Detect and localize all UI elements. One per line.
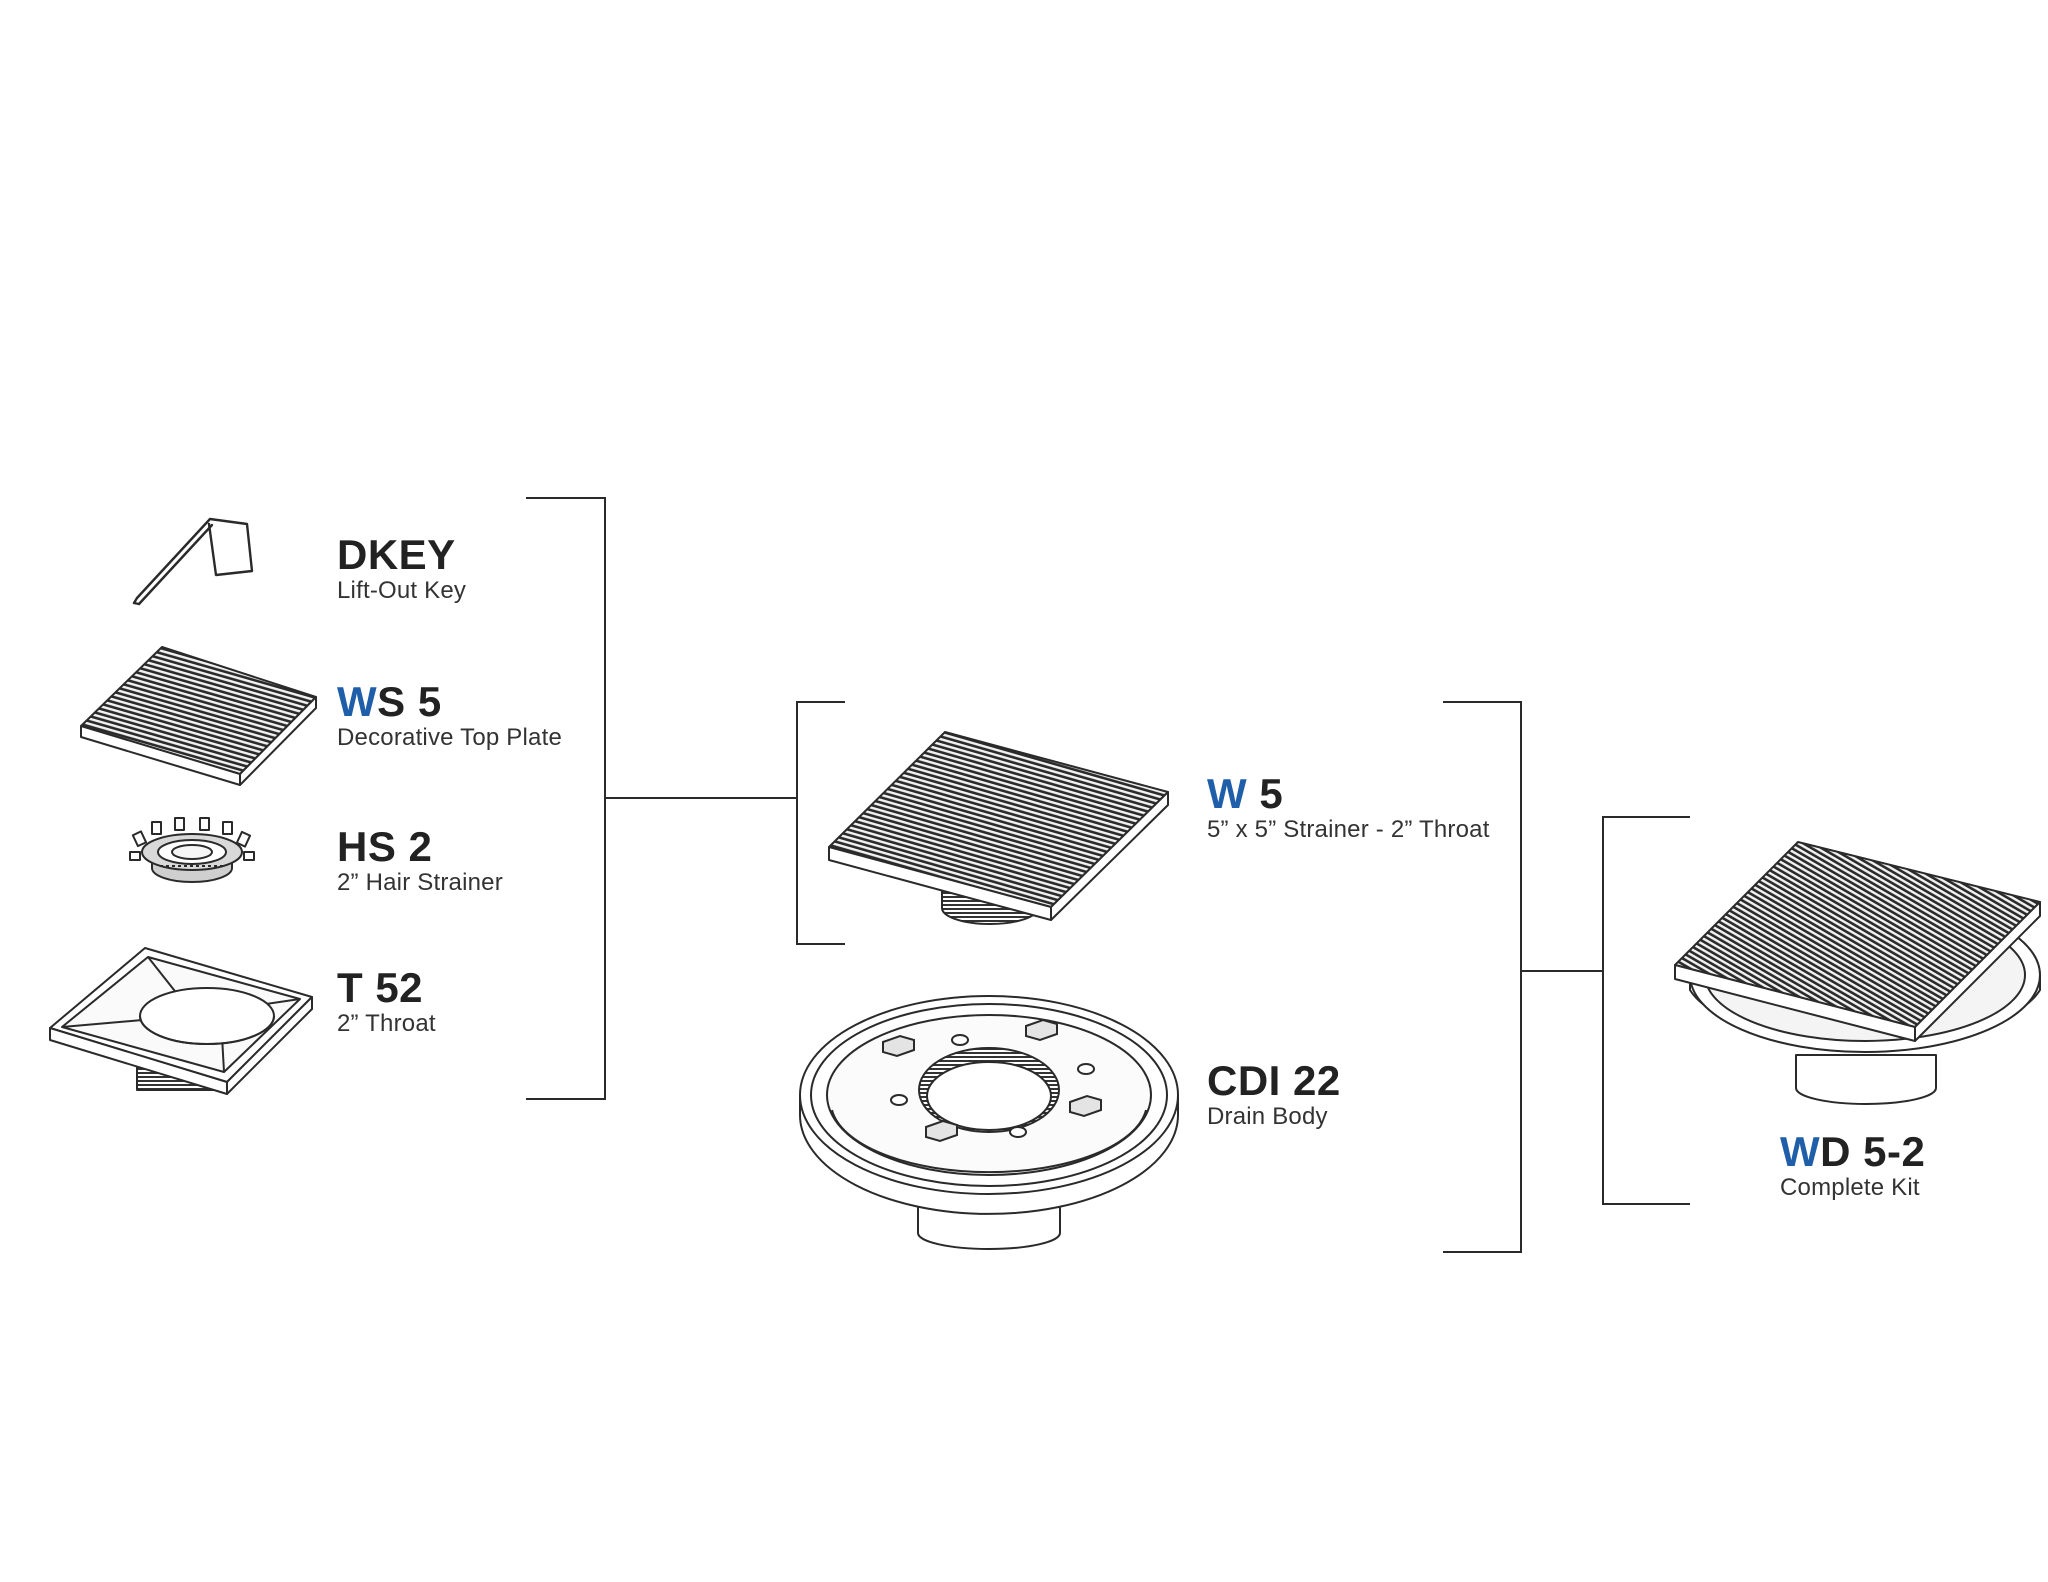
connector-lines xyxy=(526,497,1690,1253)
bracket-w5 xyxy=(796,701,845,945)
assembly-w5-label: W 5 5” x 5” Strainer - 2” Throat xyxy=(1207,772,1490,844)
part-code-rest: HS 2 xyxy=(337,823,433,870)
component-dkey-label: DKEY Lift-Out Key xyxy=(337,533,466,605)
part-code-rest: D 5-2 xyxy=(1820,1128,1926,1175)
part-code: HS 2 xyxy=(337,825,503,869)
part-description: Drain Body xyxy=(1207,1103,1328,1130)
assembly-cdi22-label: CDI 22 Drain Body xyxy=(1207,1059,1341,1131)
part-code-rest: T 52 xyxy=(337,964,424,1011)
part-description: Complete Kit xyxy=(1780,1174,1920,1201)
part-description: Decorative Top Plate xyxy=(337,724,563,751)
part-code: W 5 xyxy=(1207,772,1490,816)
bracket-assemblies xyxy=(1443,701,1522,1253)
part-code: WS 5 xyxy=(337,680,562,724)
part-description: 5” x 5” Strainer - 2” Throat xyxy=(1207,816,1490,843)
lift-out-key-icon xyxy=(132,517,254,606)
part-code: CDI 22 xyxy=(1207,1059,1341,1103)
part-code-rest: 5 xyxy=(1247,770,1284,817)
strainer-assembly-icon xyxy=(828,731,1169,925)
bracket-kit xyxy=(1602,816,1690,1205)
complete-kit-icon xyxy=(1674,841,2041,1105)
bracket-components xyxy=(526,497,606,1100)
throat-icon xyxy=(49,947,313,1095)
part-code-rest: S 5 xyxy=(377,678,442,725)
part-code: T 52 xyxy=(337,966,436,1010)
part-description: Lift-Out Key xyxy=(337,577,467,604)
drain-body-icon xyxy=(799,995,1179,1250)
part-code: WD 5-2 xyxy=(1780,1130,1925,1174)
component-t52-label: T 52 2” Throat xyxy=(337,966,436,1038)
part-code-rest: CDI 22 xyxy=(1207,1057,1341,1104)
hair-strainer-icon xyxy=(129,817,255,883)
top-plate-icon xyxy=(80,646,317,786)
part-code: DKEY xyxy=(337,533,466,577)
part-description: 2” Throat xyxy=(337,1010,436,1037)
part-code-accent: W xyxy=(1780,1128,1821,1175)
component-hs2-label: HS 2 2” Hair Strainer xyxy=(337,825,503,897)
part-code-rest: DKEY xyxy=(337,531,456,578)
part-description: 2” Hair Strainer xyxy=(337,869,503,896)
component-ws5-label: WS 5 Decorative Top Plate xyxy=(337,680,562,752)
kit-wd52-label: WD 5-2 Complete Kit xyxy=(1780,1130,1925,1202)
part-code-accent: W xyxy=(1207,770,1248,817)
part-code-accent: W xyxy=(337,678,378,725)
